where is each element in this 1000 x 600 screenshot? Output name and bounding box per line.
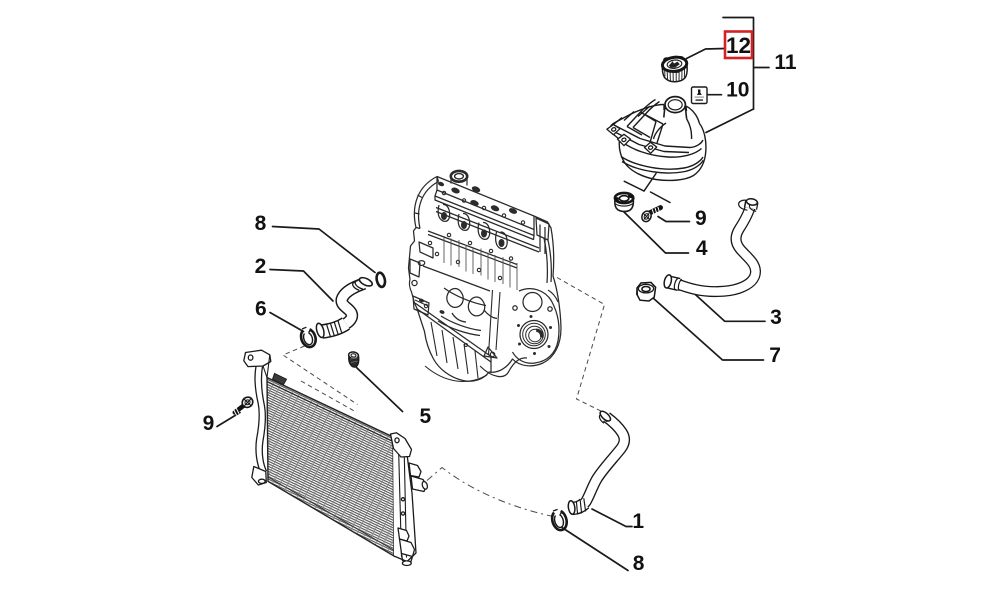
svg-text:3: 3 xyxy=(770,306,782,329)
svg-text:8: 8 xyxy=(255,212,267,235)
svg-text:11: 11 xyxy=(774,51,797,74)
svg-text:8: 8 xyxy=(633,552,645,575)
svg-text:7: 7 xyxy=(769,344,781,367)
svg-text:10: 10 xyxy=(726,79,749,102)
svg-text:1: 1 xyxy=(632,510,644,533)
svg-text:5: 5 xyxy=(420,405,432,428)
svg-text:12: 12 xyxy=(726,33,751,58)
svg-text:4: 4 xyxy=(696,237,708,260)
svg-text:9: 9 xyxy=(203,412,215,435)
svg-text:6: 6 xyxy=(255,297,267,320)
svg-text:9: 9 xyxy=(695,207,707,230)
svg-text:2: 2 xyxy=(255,255,267,278)
